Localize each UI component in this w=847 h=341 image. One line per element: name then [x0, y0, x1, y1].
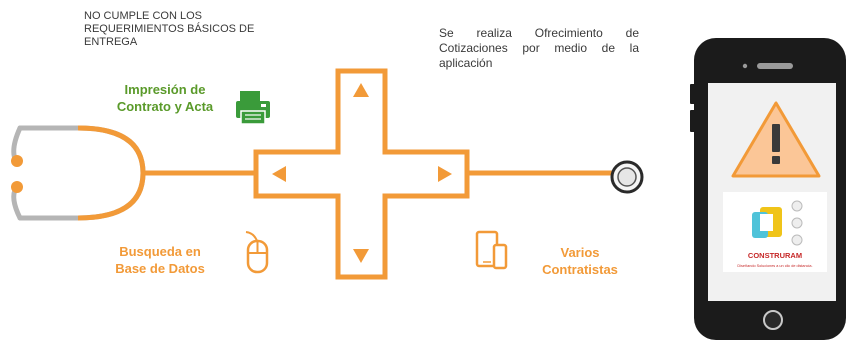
construram-logo: CONSTRURAM Diseñando Soluciones a un cli… [723, 192, 827, 272]
contractors-label: Varios Contratistas [542, 245, 618, 277]
logo-name: CONSTRURAM [748, 251, 802, 260]
logo-tagline: Diseñando Soluciones a un clic de distan… [737, 264, 812, 268]
quotations-note: Se realiza Ofrecimiento de Cotizaciones … [439, 26, 639, 70]
arrow-right-icon [438, 166, 452, 182]
requirements-note: NO CUMPLE CON LOS REQUERIMIENTOS BÁSICOS… [84, 10, 255, 48]
home-button [763, 310, 783, 330]
arrow-up-icon [353, 83, 369, 97]
speaker-grille [757, 63, 793, 69]
direction-cross [253, 68, 470, 280]
warning-icon [731, 101, 821, 178]
stethoscope-earpiece [11, 125, 146, 221]
camera-dot [742, 63, 748, 69]
stethoscope-chestpiece [610, 160, 644, 194]
mouse-icon [245, 231, 269, 274]
printer-icon [236, 91, 270, 125]
arrow-down-icon [353, 249, 369, 263]
arrow-left-icon [272, 166, 286, 182]
tablet-phone-icon [475, 230, 508, 270]
print-label: Impresión de Contrato y Acta [116, 82, 214, 114]
smartphone [690, 38, 846, 340]
search-label: Busqueda en Base de Datos [115, 244, 205, 276]
